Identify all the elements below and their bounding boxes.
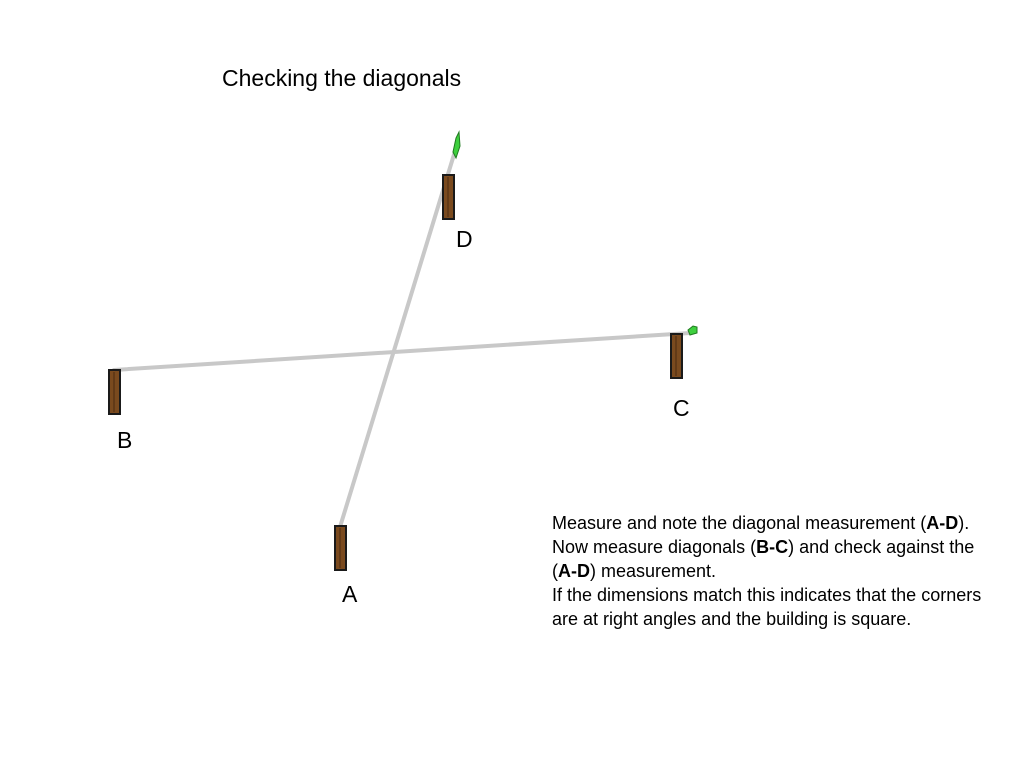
note-emphasis-a-d: A-D	[926, 513, 959, 533]
peg-label-b: B	[117, 427, 133, 453]
note-text: ). Now measure diagonals (	[552, 513, 970, 557]
note-text: ) measurement.	[590, 561, 717, 581]
peg-label-d: D	[456, 226, 473, 252]
peg-label-c: C	[673, 395, 690, 421]
note-text: ) and check against the (	[552, 537, 975, 581]
diagonal-a-d-line	[338, 146, 458, 529]
peg-a	[334, 525, 347, 571]
tape-end-c-marker	[687, 325, 698, 336]
peg-d	[442, 174, 455, 220]
instruction-note: Measure and note the diagonal measuremen…	[552, 511, 992, 631]
note-emphasis-a-d: A-D	[558, 561, 590, 581]
peg-c	[670, 333, 683, 379]
peg-b	[108, 369, 121, 415]
note-emphasis-b-c: B-C	[756, 537, 789, 557]
tape-end-d-marker	[452, 130, 461, 160]
peg-label-a: A	[342, 581, 358, 607]
diagonal-b-c-line	[112, 331, 692, 372]
slide-title: Checking the diagonals	[222, 65, 462, 91]
note-text: Measure and note the diagonal measuremen…	[552, 513, 927, 533]
note-conclusion: If the dimensions match this indicates t…	[552, 585, 982, 629]
